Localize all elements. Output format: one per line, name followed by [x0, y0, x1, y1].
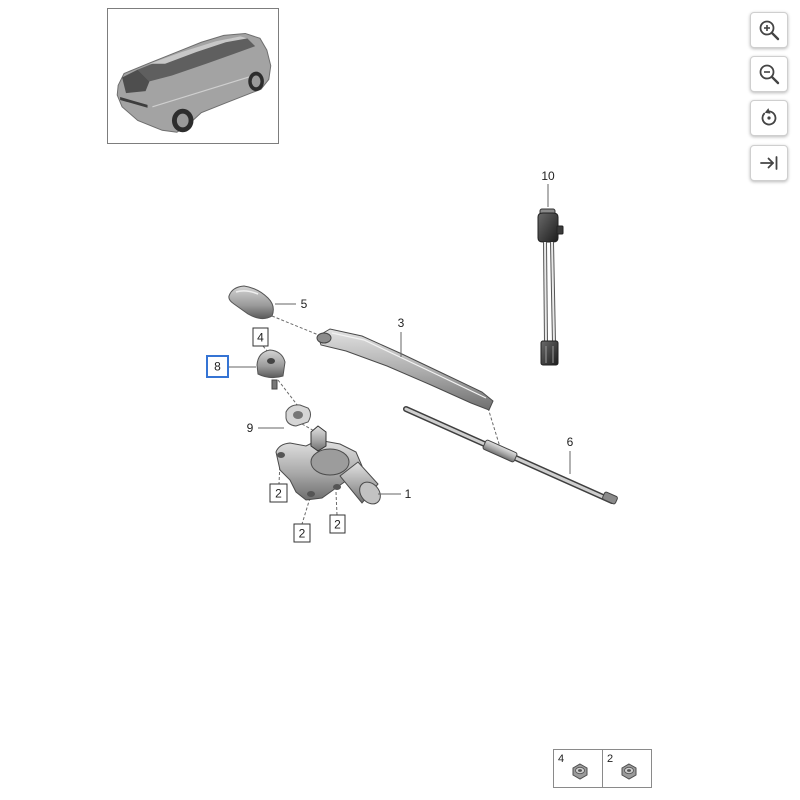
callout-9[interactable]: 9 [247, 421, 254, 435]
arm-pivot [316, 332, 332, 344]
callout-label[interactable]: 9 [247, 421, 254, 435]
cover-cap-stud [271, 379, 278, 390]
callout-box-selected[interactable] [206, 355, 229, 378]
leader-lines [228, 184, 571, 495]
callout-label[interactable]: 3 [398, 316, 405, 330]
callout-5[interactable]: 5 [301, 297, 308, 311]
wire [544, 241, 547, 344]
mount-hole [307, 491, 315, 497]
part-3-wiper-arm [316, 328, 494, 411]
zoom-in-button[interactable] [750, 12, 788, 48]
car-front-rim [251, 75, 261, 88]
guide-line [487, 407, 501, 448]
blade-adapter [482, 439, 518, 463]
part-6-wiper-blade [403, 406, 618, 505]
vehicle-overview-image [116, 32, 272, 133]
small-parts-legend: 4 2 [553, 749, 652, 788]
callout-box[interactable] [269, 483, 288, 503]
cover-cap-hole [267, 358, 275, 364]
callout-box[interactable] [293, 523, 311, 543]
legend-item-2[interactable]: 2 [602, 750, 651, 787]
callout-box[interactable] [329, 514, 346, 534]
guide-line [301, 423, 317, 433]
car-rear-window [122, 69, 150, 94]
collapse-panel-button[interactable] [750, 145, 788, 181]
part-9-seal-washer [285, 404, 311, 427]
arm-body [317, 328, 494, 411]
collapse-panel-icon [760, 156, 778, 170]
connector-latch [556, 225, 564, 235]
drive-shaft [310, 425, 327, 452]
callout-box[interactable] [252, 327, 269, 347]
car-rear-rim [176, 113, 189, 128]
callout-6[interactable]: 6 [567, 435, 574, 449]
guide-line [277, 379, 299, 407]
callout-label[interactable]: 2 [334, 518, 341, 532]
legend-item-4[interactable]: 4 [554, 750, 602, 787]
callout-10[interactable]: 10 [541, 169, 555, 183]
washer-hole [293, 411, 303, 419]
part-8-cover-cap [256, 349, 286, 390]
part-10-wiring-connector [537, 208, 564, 366]
terminal-plug [540, 340, 559, 366]
zoom-out-button[interactable] [750, 56, 788, 92]
callout-label[interactable]: 1 [405, 487, 412, 501]
callout-label[interactable]: 6 [567, 435, 574, 449]
callout-1[interactable]: 1 [405, 487, 412, 501]
mount-hole [277, 452, 285, 458]
zoom-out-icon [759, 64, 780, 85]
zoom-in-icon [759, 20, 780, 41]
callout-3[interactable]: 3 [398, 316, 405, 330]
reset-view-button[interactable] [750, 100, 788, 136]
callout-2-b[interactable]: 2 [293, 523, 311, 543]
part-1-wiper-motor [275, 425, 381, 505]
callout-label[interactable]: 4 [257, 331, 264, 345]
blade-end-cap [602, 491, 618, 505]
car-side-windows [137, 38, 256, 82]
hex-nut-icon [621, 763, 637, 780]
hex-nut-icon [572, 763, 588, 780]
callout-2-c[interactable]: 2 [329, 514, 346, 534]
car-body [116, 32, 272, 133]
guide-line [271, 315, 327, 339]
legend-item-label: 4 [558, 753, 565, 765]
car-taillight [120, 97, 148, 108]
guide-line [301, 497, 311, 525]
mount-hole [333, 484, 341, 490]
callout-4[interactable]: 4 [252, 327, 269, 347]
callout-label[interactable]: 2 [275, 487, 282, 501]
arm-highlight [331, 332, 487, 399]
connector-housing [537, 212, 559, 243]
gear-housing [310, 448, 350, 476]
callout-2-a[interactable]: 2 [269, 483, 288, 503]
callout-8-selected[interactable]: 8 [206, 355, 229, 378]
cap-body [228, 285, 274, 320]
callout-label[interactable]: 5 [301, 297, 308, 311]
callout-label[interactable]: 2 [299, 527, 306, 541]
callout-label[interactable]: 8 [214, 360, 221, 374]
reset-view-icon [761, 108, 777, 126]
car-roof [149, 36, 248, 64]
wire [551, 241, 555, 344]
part-5-wiper-arm-cap [228, 285, 274, 320]
guide-line [278, 461, 281, 485]
guide-line [335, 491, 338, 516]
car-body-highlight [152, 72, 261, 108]
legend-item-label: 2 [607, 753, 614, 765]
callout-label[interactable]: 10 [541, 169, 555, 183]
cap-highlight [235, 290, 259, 295]
motor-end-cap [359, 481, 381, 505]
vehicle-thumbnail[interactable] [107, 8, 279, 144]
